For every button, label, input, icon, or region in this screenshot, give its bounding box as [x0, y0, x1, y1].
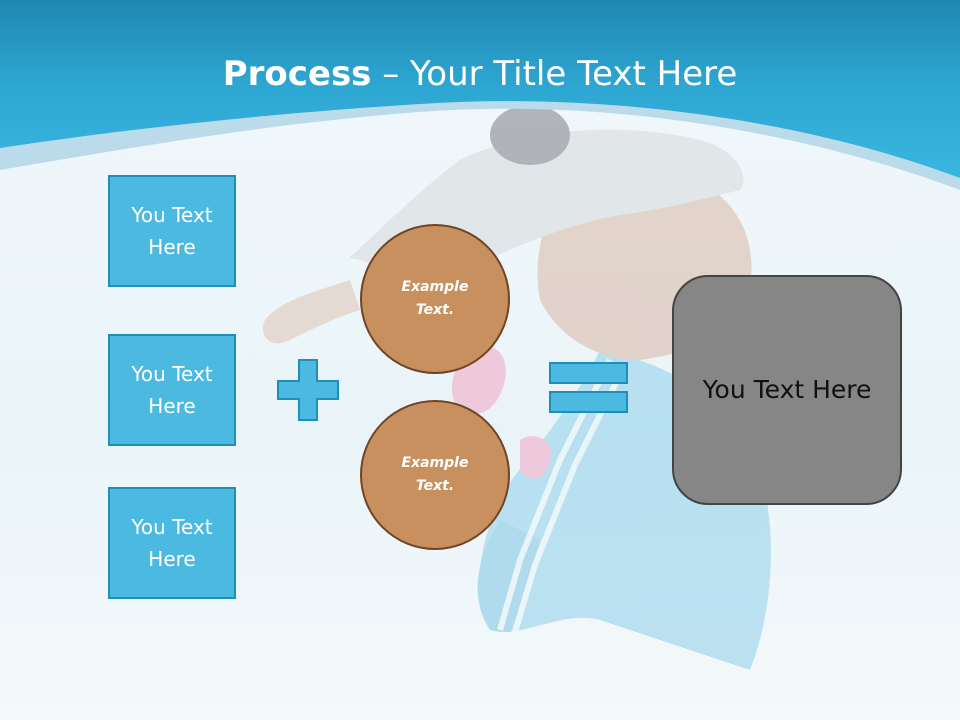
header-banner	[0, 0, 960, 190]
page-title-bold: Process	[222, 54, 372, 94]
page-title: Process – Your Title Text Here	[0, 52, 960, 96]
example-circle-2: Example Text.	[360, 400, 510, 550]
plus-icon	[277, 359, 339, 421]
text-box-2: You Text Here	[108, 334, 236, 446]
page-title-rest: – Your Title Text Here	[371, 54, 738, 94]
example-circle-1: Example Text.	[360, 224, 510, 374]
text-box-3: You Text Here	[108, 487, 236, 599]
equals-icon	[549, 362, 628, 413]
result-box: You Text Here	[672, 275, 902, 505]
text-box-1: You Text Here	[108, 175, 236, 287]
